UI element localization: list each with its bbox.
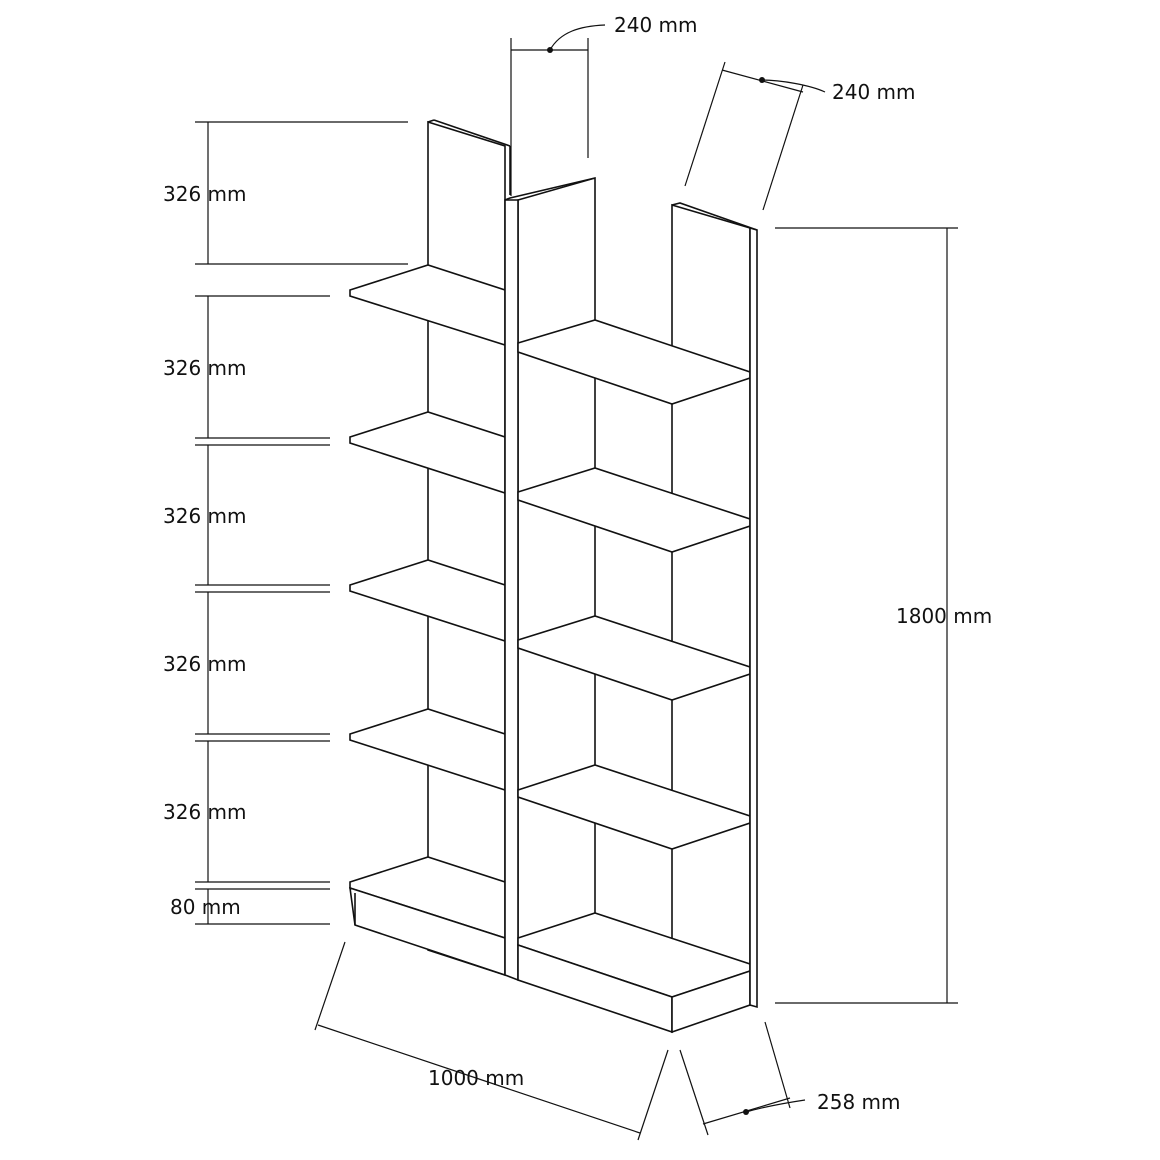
bookcase [349, 119, 758, 1034]
shelf-height-label-2: 326 mm [163, 356, 247, 380]
shelf-height-label-5: 326 mm [163, 800, 247, 824]
shelf-height-label-3: 326 mm [163, 504, 247, 528]
shelf-height-label-1: 326 mm [163, 182, 247, 206]
shelf-height-label-4: 326 mm [163, 652, 247, 676]
left-back-panel [427, 120, 506, 977]
top-width-label: 240 mm [832, 80, 916, 104]
center-divider [504, 199, 519, 982]
right-back-panel [671, 203, 751, 1007]
plinth-height-label: 80 mm [170, 895, 241, 919]
total-width-label: 1000 mm [428, 1066, 524, 1090]
top-depth-label: 240 mm [614, 13, 698, 37]
depth-label: 258 mm [817, 1090, 901, 1114]
middle-back-panel [517, 176, 596, 957]
total-height-label: 1800 mm [896, 604, 992, 628]
dimension-lines [195, 24, 958, 1141]
dimension-labels: 240 mm 240 mm 326 mm 326 mm 326 mm 326 m… [163, 13, 992, 1114]
right-side-panel [749, 226, 758, 1009]
